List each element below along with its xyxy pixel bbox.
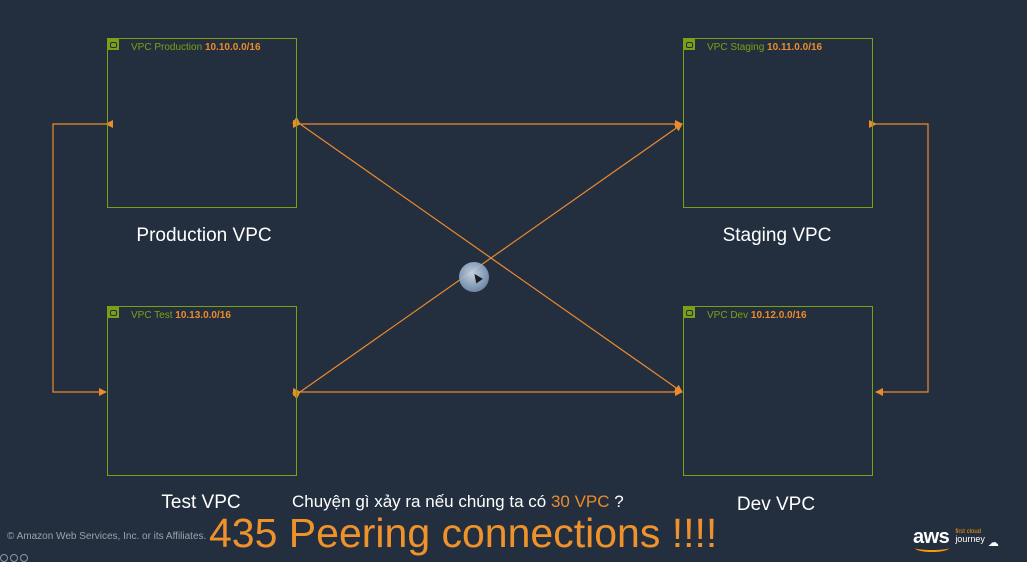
peering-staging-dev bbox=[869, 120, 929, 396]
aws-first-cloud-journey-logo: aws first cloud journey ☁ bbox=[913, 526, 999, 552]
vpc-staging-name: VPC Staging bbox=[707, 42, 765, 53]
pointer-cursor-icon bbox=[459, 262, 489, 292]
vpc-icon bbox=[684, 39, 695, 50]
cloud-icon: ☁ bbox=[987, 537, 999, 549]
dev-vpc-label: Dev VPC bbox=[736, 494, 816, 515]
question-text: Chuyện gì xảy ra nếu chúng ta có 30 VPC … bbox=[292, 492, 624, 512]
aws-brand: aws bbox=[913, 526, 950, 548]
vpc-staging-header: VPC Staging 10.11.0.0/16 bbox=[707, 42, 822, 53]
staging-vpc-label: Staging VPC bbox=[722, 225, 832, 246]
aws-smile-icon bbox=[915, 544, 949, 552]
pen-icon[interactable] bbox=[10, 554, 18, 562]
vpc-dev-box: VPC Dev 10.12.0.0/16 bbox=[683, 306, 873, 476]
player-controls bbox=[0, 554, 28, 562]
vpc-dev-cidr: 10.12.0.0/16 bbox=[750, 310, 807, 321]
peering-production-test bbox=[52, 120, 113, 396]
copyright-text: © Amazon Web Services, Inc. or its Affil… bbox=[7, 531, 207, 542]
aws-logo: aws bbox=[913, 526, 950, 552]
vpc-staging-box: VPC Staging 10.11.0.0/16 bbox=[683, 38, 873, 208]
vpc-test-header: VPC Test 10.13.0.0/16 bbox=[131, 310, 231, 321]
vpc-test-cidr: 10.13.0.0/16 bbox=[175, 310, 231, 321]
vpc-staging-cidr: 10.11.0.0/16 bbox=[767, 42, 823, 53]
vpc-test-box: VPC Test 10.13.0.0/16 bbox=[107, 306, 297, 476]
test-vpc-label: Test VPC bbox=[161, 492, 241, 513]
production-vpc-label: Production VPC bbox=[136, 225, 272, 246]
vpc-icon bbox=[108, 307, 119, 318]
vpc-test-name: VPC Test bbox=[131, 310, 173, 321]
vpc-production-cidr: 10.10.0.0/16 bbox=[204, 42, 261, 53]
question-prefix: Chuyện gì xảy ra nếu chúng ta có bbox=[292, 492, 551, 511]
next-icon[interactable] bbox=[20, 554, 28, 562]
vpc-icon bbox=[108, 39, 119, 50]
vpc-production-name: VPC Production bbox=[131, 42, 203, 53]
headline-peering-count: 435 Peering connections !!!! bbox=[209, 510, 718, 556]
question-highlight: 30 VPC bbox=[550, 492, 610, 511]
vpc-production-header: VPC Production 10.10.0.0/16 bbox=[131, 42, 261, 53]
journey-line1: first cloud bbox=[955, 529, 981, 535]
peering-test-staging bbox=[291, 123, 683, 400]
vpc-production-box: VPC Production 10.10.0.0/16 bbox=[107, 38, 297, 208]
journey-text: first cloud journey bbox=[955, 529, 985, 544]
vpc-icon bbox=[684, 307, 695, 318]
vpc-dev-header: VPC Dev 10.12.0.0/16 bbox=[707, 310, 807, 321]
journey-line2: journey bbox=[955, 534, 985, 544]
vpc-dev-name: VPC Dev bbox=[707, 310, 749, 321]
question-suffix: ? bbox=[609, 492, 624, 511]
prev-icon[interactable] bbox=[0, 554, 8, 562]
